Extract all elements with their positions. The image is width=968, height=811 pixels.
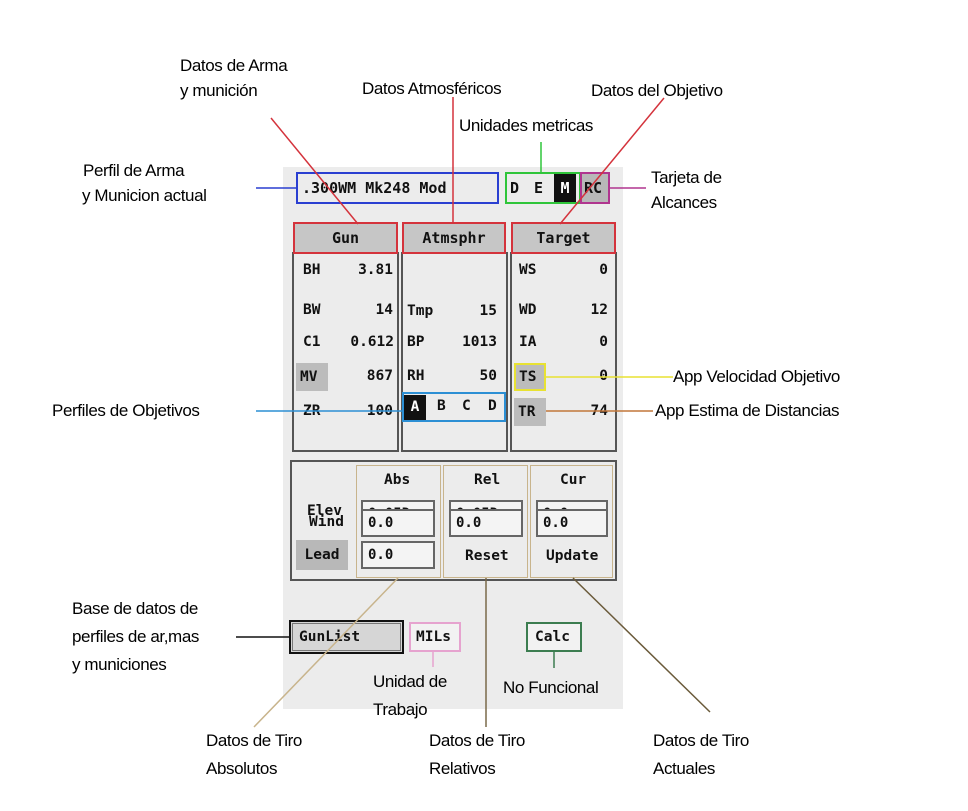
label-datos-objetivo: Datos del Objetivo xyxy=(591,81,723,100)
label-app-estima: App Estima de Distancias xyxy=(655,401,840,420)
label-perfil-arma: Perfil de Arma y Municion actual xyxy=(82,161,207,205)
calc-label: Calc xyxy=(535,629,570,645)
atmos-header: Atmsphr xyxy=(402,222,506,254)
label-tarjeta-alcances: Tarjeta de Alcances xyxy=(651,168,722,212)
atmos-rh-value[interactable]: 50 xyxy=(479,368,497,384)
gun-mv-label[interactable]: MV xyxy=(296,363,328,391)
elev-label: Elev xyxy=(307,503,342,519)
wind-label: Wind xyxy=(309,514,344,530)
target-tr-button[interactable]: TR xyxy=(514,398,546,426)
label-datos-arma: Datos de Arma y munición xyxy=(180,56,288,100)
atmos-tmp-label: Tmp xyxy=(407,303,434,319)
target-profiles-box xyxy=(402,392,506,422)
range-card-label: RC xyxy=(584,179,603,197)
gunlist-inner xyxy=(292,623,401,651)
gun-bh-label: BH xyxy=(303,262,321,278)
atmos-rh-label: RH xyxy=(407,368,425,384)
abs-wind-field[interactable]: 0.0 xyxy=(361,509,435,537)
gun-panel xyxy=(292,252,399,452)
target-profile-c[interactable]: C xyxy=(462,398,471,414)
target-ws-value[interactable]: 0 xyxy=(599,262,608,278)
label-app-velocidad: App Velocidad Objetivo xyxy=(673,367,840,386)
target-ia-value[interactable]: 0 xyxy=(599,334,608,350)
target-ts-button[interactable]: TS xyxy=(514,363,546,391)
label-tiro-actuales: Datos de Tiro Actuales xyxy=(653,731,749,778)
atmos-bp-value[interactable]: 1013 xyxy=(462,334,497,350)
target-ts-value[interactable]: 0 xyxy=(599,368,608,384)
gun-c1-label: C1 xyxy=(303,334,321,350)
abs-column xyxy=(356,465,441,578)
weapon-profile-label: .300WM Mk248 Mod xyxy=(302,179,447,197)
unit-d[interactable]: D xyxy=(510,179,520,197)
target-profile-d[interactable]: D xyxy=(488,398,497,414)
calc-button[interactable]: Calc xyxy=(526,622,582,652)
cur-column xyxy=(530,465,613,578)
range-card-box[interactable]: RC xyxy=(580,172,610,204)
target-wd-value[interactable]: 12 xyxy=(590,302,608,318)
label-no-funcional: No Funcional xyxy=(503,678,599,697)
mils-button[interactable]: MILs xyxy=(409,622,461,652)
label-unidades-metricas: Unidades metricas xyxy=(459,116,593,135)
line-datos-arma xyxy=(270,117,359,225)
rel-wind-field[interactable]: 0.0 xyxy=(449,509,523,537)
target-profile-a-selected[interactable]: A xyxy=(404,395,426,420)
reset-button[interactable]: Reset xyxy=(465,548,509,564)
gun-bw-value[interactable]: 14 xyxy=(375,302,393,318)
target-ia-label: IA xyxy=(519,334,537,350)
atmos-bp-label: BP xyxy=(407,334,425,350)
label-perfiles-objetivos: Perfiles de Objetivos xyxy=(52,401,200,420)
unit-m-selected[interactable]: M xyxy=(554,174,576,202)
abs-header: Abs xyxy=(384,472,411,488)
unit-e[interactable]: E xyxy=(534,179,544,197)
weapon-profile-box[interactable]: .300WM Mk248 Mod xyxy=(296,172,499,204)
target-header: Target xyxy=(511,222,616,254)
label-tiro-absolutos: Datos de Tiro Absolutos xyxy=(206,731,302,778)
label-base-datos: Base de datos de perfiles de ar,mas y mu… xyxy=(72,599,199,674)
label-unidad-trabajo: Unidad de Trabajo xyxy=(373,672,447,719)
abs-lead-field[interactable]: 0.0 xyxy=(361,541,435,569)
atmos-tmp-value[interactable]: 15 xyxy=(479,303,497,319)
label-datos-atmosfericos: Datos Atmosféricos xyxy=(362,79,502,98)
target-wd-label: WD xyxy=(519,302,537,318)
label-tiro-relativos: Datos de Tiro Relativos xyxy=(429,731,525,778)
gun-c1-value[interactable]: 0.612 xyxy=(350,334,394,350)
rel-column xyxy=(443,465,528,578)
rel-header: Rel xyxy=(474,472,501,488)
lead-button[interactable]: Lead xyxy=(296,540,348,570)
cur-wind-field[interactable]: 0.0 xyxy=(536,509,608,537)
gun-header: Gun xyxy=(293,222,398,254)
cur-header: Cur xyxy=(560,472,587,488)
target-ws-label: WS xyxy=(519,262,537,278)
target-profile-b[interactable]: B xyxy=(437,398,446,414)
line-objetivo xyxy=(559,97,665,225)
line-tiro-abs xyxy=(253,577,399,728)
update-button[interactable]: Update xyxy=(546,548,599,564)
gun-mv-value[interactable]: 867 xyxy=(366,368,393,384)
line-tiro-cur xyxy=(572,577,711,713)
gun-bw-label: BW xyxy=(303,302,321,318)
gun-bh-value[interactable]: 3.81 xyxy=(358,262,393,278)
mils-label: MILs xyxy=(416,629,451,645)
